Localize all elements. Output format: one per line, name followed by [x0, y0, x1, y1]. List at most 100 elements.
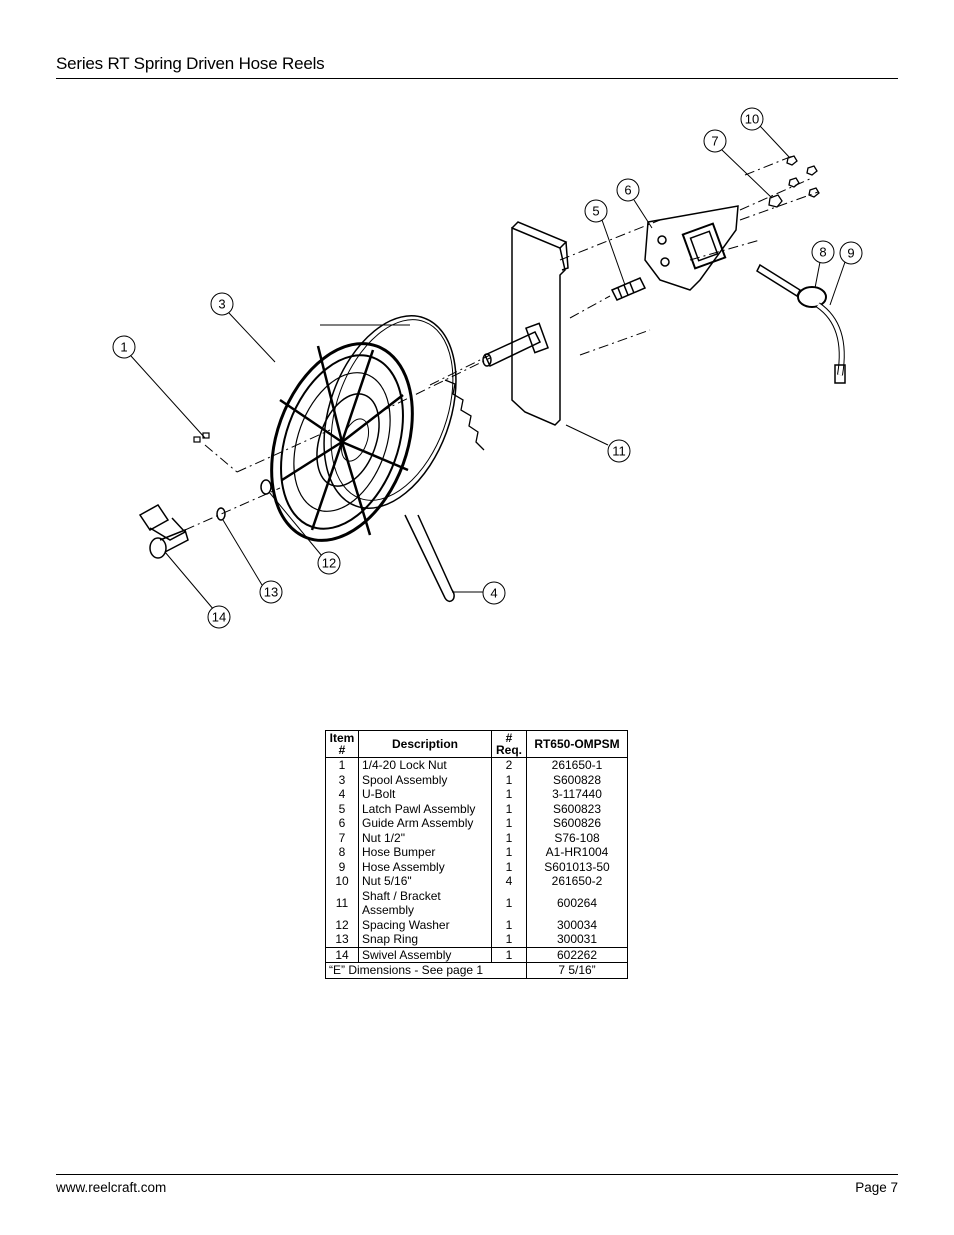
- dimension-label: “E” Dimensions - See page 1: [325, 962, 527, 979]
- cell-part: A1-HR1004: [526, 845, 628, 860]
- svg-text:10: 10: [745, 112, 759, 127]
- callout-14: 14: [207, 605, 231, 629]
- header-model: RT650-OMPSM: [526, 730, 628, 758]
- callout-3: 3: [210, 292, 234, 316]
- spool-assembly: [270, 315, 485, 542]
- cell-item: 1: [325, 757, 359, 773]
- cell-req: 1: [491, 859, 527, 874]
- callout-9: 9: [839, 241, 863, 265]
- page-title: Series RT Spring Driven Hose Reels: [56, 54, 325, 73]
- cell-part: 261650-2: [526, 874, 628, 889]
- cell-item: 10: [325, 874, 359, 889]
- callout-10: 10: [740, 107, 764, 131]
- cell-description: Nut 1/2": [358, 830, 492, 845]
- cell-item: 5: [325, 801, 359, 816]
- cell-part: 300034: [526, 917, 628, 932]
- callout-11: 11: [607, 439, 631, 463]
- cell-part: S600823: [526, 801, 628, 816]
- svg-text:11: 11: [612, 444, 626, 459]
- svg-text:9: 9: [847, 246, 854, 261]
- dimension-row: “E” Dimensions - See page 1 7 5/16”: [325, 962, 628, 979]
- exploded-parts-diagram: 1 3 4 5 6 7 8 9 10 11 12 13 14: [112, 107, 863, 629]
- snap-ring: [216, 507, 226, 521]
- hose-assembly: [756, 263, 846, 384]
- cell-part: 261650-1: [526, 757, 628, 773]
- cell-description: Nut 5/16": [358, 874, 492, 889]
- cell-part: 3-117440: [526, 787, 628, 802]
- cell-item: 12: [325, 917, 359, 932]
- dimension-value: 7 5/16”: [526, 962, 628, 979]
- table-header-row: Item # Description # Req. RT650-OMPSM: [325, 730, 628, 758]
- cell-req: 1: [491, 888, 527, 918]
- cell-req: 1: [491, 830, 527, 845]
- cell-item: 9: [325, 859, 359, 874]
- cell-description: Latch Pawl Assembly: [358, 801, 492, 816]
- cell-req: 1: [491, 946, 527, 963]
- spacing-washer: [260, 479, 272, 495]
- cell-item: 7: [325, 830, 359, 845]
- cell-item: 14: [325, 946, 359, 963]
- u-bolt: [404, 514, 455, 602]
- cell-description: Snap Ring: [358, 932, 492, 947]
- svg-text:13: 13: [264, 585, 278, 600]
- cell-description: Swivel Assembly: [358, 946, 492, 963]
- footer-page-number: Page 7: [855, 1180, 898, 1195]
- svg-text:12: 12: [322, 556, 336, 571]
- cell-req: 1: [491, 845, 527, 860]
- cell-req: 1: [491, 917, 527, 932]
- cell-req: 1: [491, 816, 527, 831]
- cell-description: U-Bolt: [358, 787, 492, 802]
- cell-description: Guide Arm Assembly: [358, 816, 492, 831]
- footer-website: www.reelcraft.com: [56, 1180, 167, 1195]
- cell-part: 602262: [526, 946, 628, 963]
- cell-part: 600264: [526, 888, 628, 918]
- svg-text:4: 4: [490, 586, 497, 601]
- nuts: [768, 155, 820, 208]
- header-rule: [56, 78, 898, 79]
- shaft-bracket-assembly: [482, 221, 569, 426]
- header-req: # Req.: [491, 730, 527, 758]
- svg-text:14: 14: [212, 610, 226, 625]
- cell-req: 1: [491, 932, 527, 947]
- cell-part: 300031: [526, 932, 628, 947]
- header-description: Description: [358, 730, 492, 758]
- cell-part: S601013-50: [526, 859, 628, 874]
- cell-description: Shaft / Bracket Assembly: [358, 888, 492, 918]
- cell-part: S600826: [526, 816, 628, 831]
- callout-4: 4: [482, 581, 506, 605]
- cell-item: 3: [325, 772, 359, 787]
- callout-8: 8: [811, 240, 835, 264]
- header-item: Item #: [325, 730, 359, 758]
- swivel-assembly: [138, 504, 189, 559]
- cell-description: Hose Assembly: [358, 859, 492, 874]
- cell-item: 4: [325, 787, 359, 802]
- cell-part: S600828: [526, 772, 628, 787]
- cell-description: Spacing Washer: [358, 917, 492, 932]
- cell-req: 2: [491, 757, 527, 773]
- latch-pawl: [610, 277, 647, 301]
- svg-text:5: 5: [592, 204, 599, 219]
- cell-req: 1: [491, 787, 527, 802]
- footer-rule: [56, 1174, 898, 1175]
- guide-arm-assembly: [644, 205, 739, 291]
- cell-description: Spool Assembly: [358, 772, 492, 787]
- callout-7: 7: [703, 129, 727, 153]
- cell-req: 1: [491, 801, 527, 816]
- callout-12: 12: [317, 551, 341, 575]
- callout-5: 5: [584, 199, 608, 223]
- callout-1: 1: [112, 335, 136, 359]
- cell-description: 1/4-20 Lock Nut: [358, 757, 492, 773]
- cell-item: 13: [325, 932, 359, 947]
